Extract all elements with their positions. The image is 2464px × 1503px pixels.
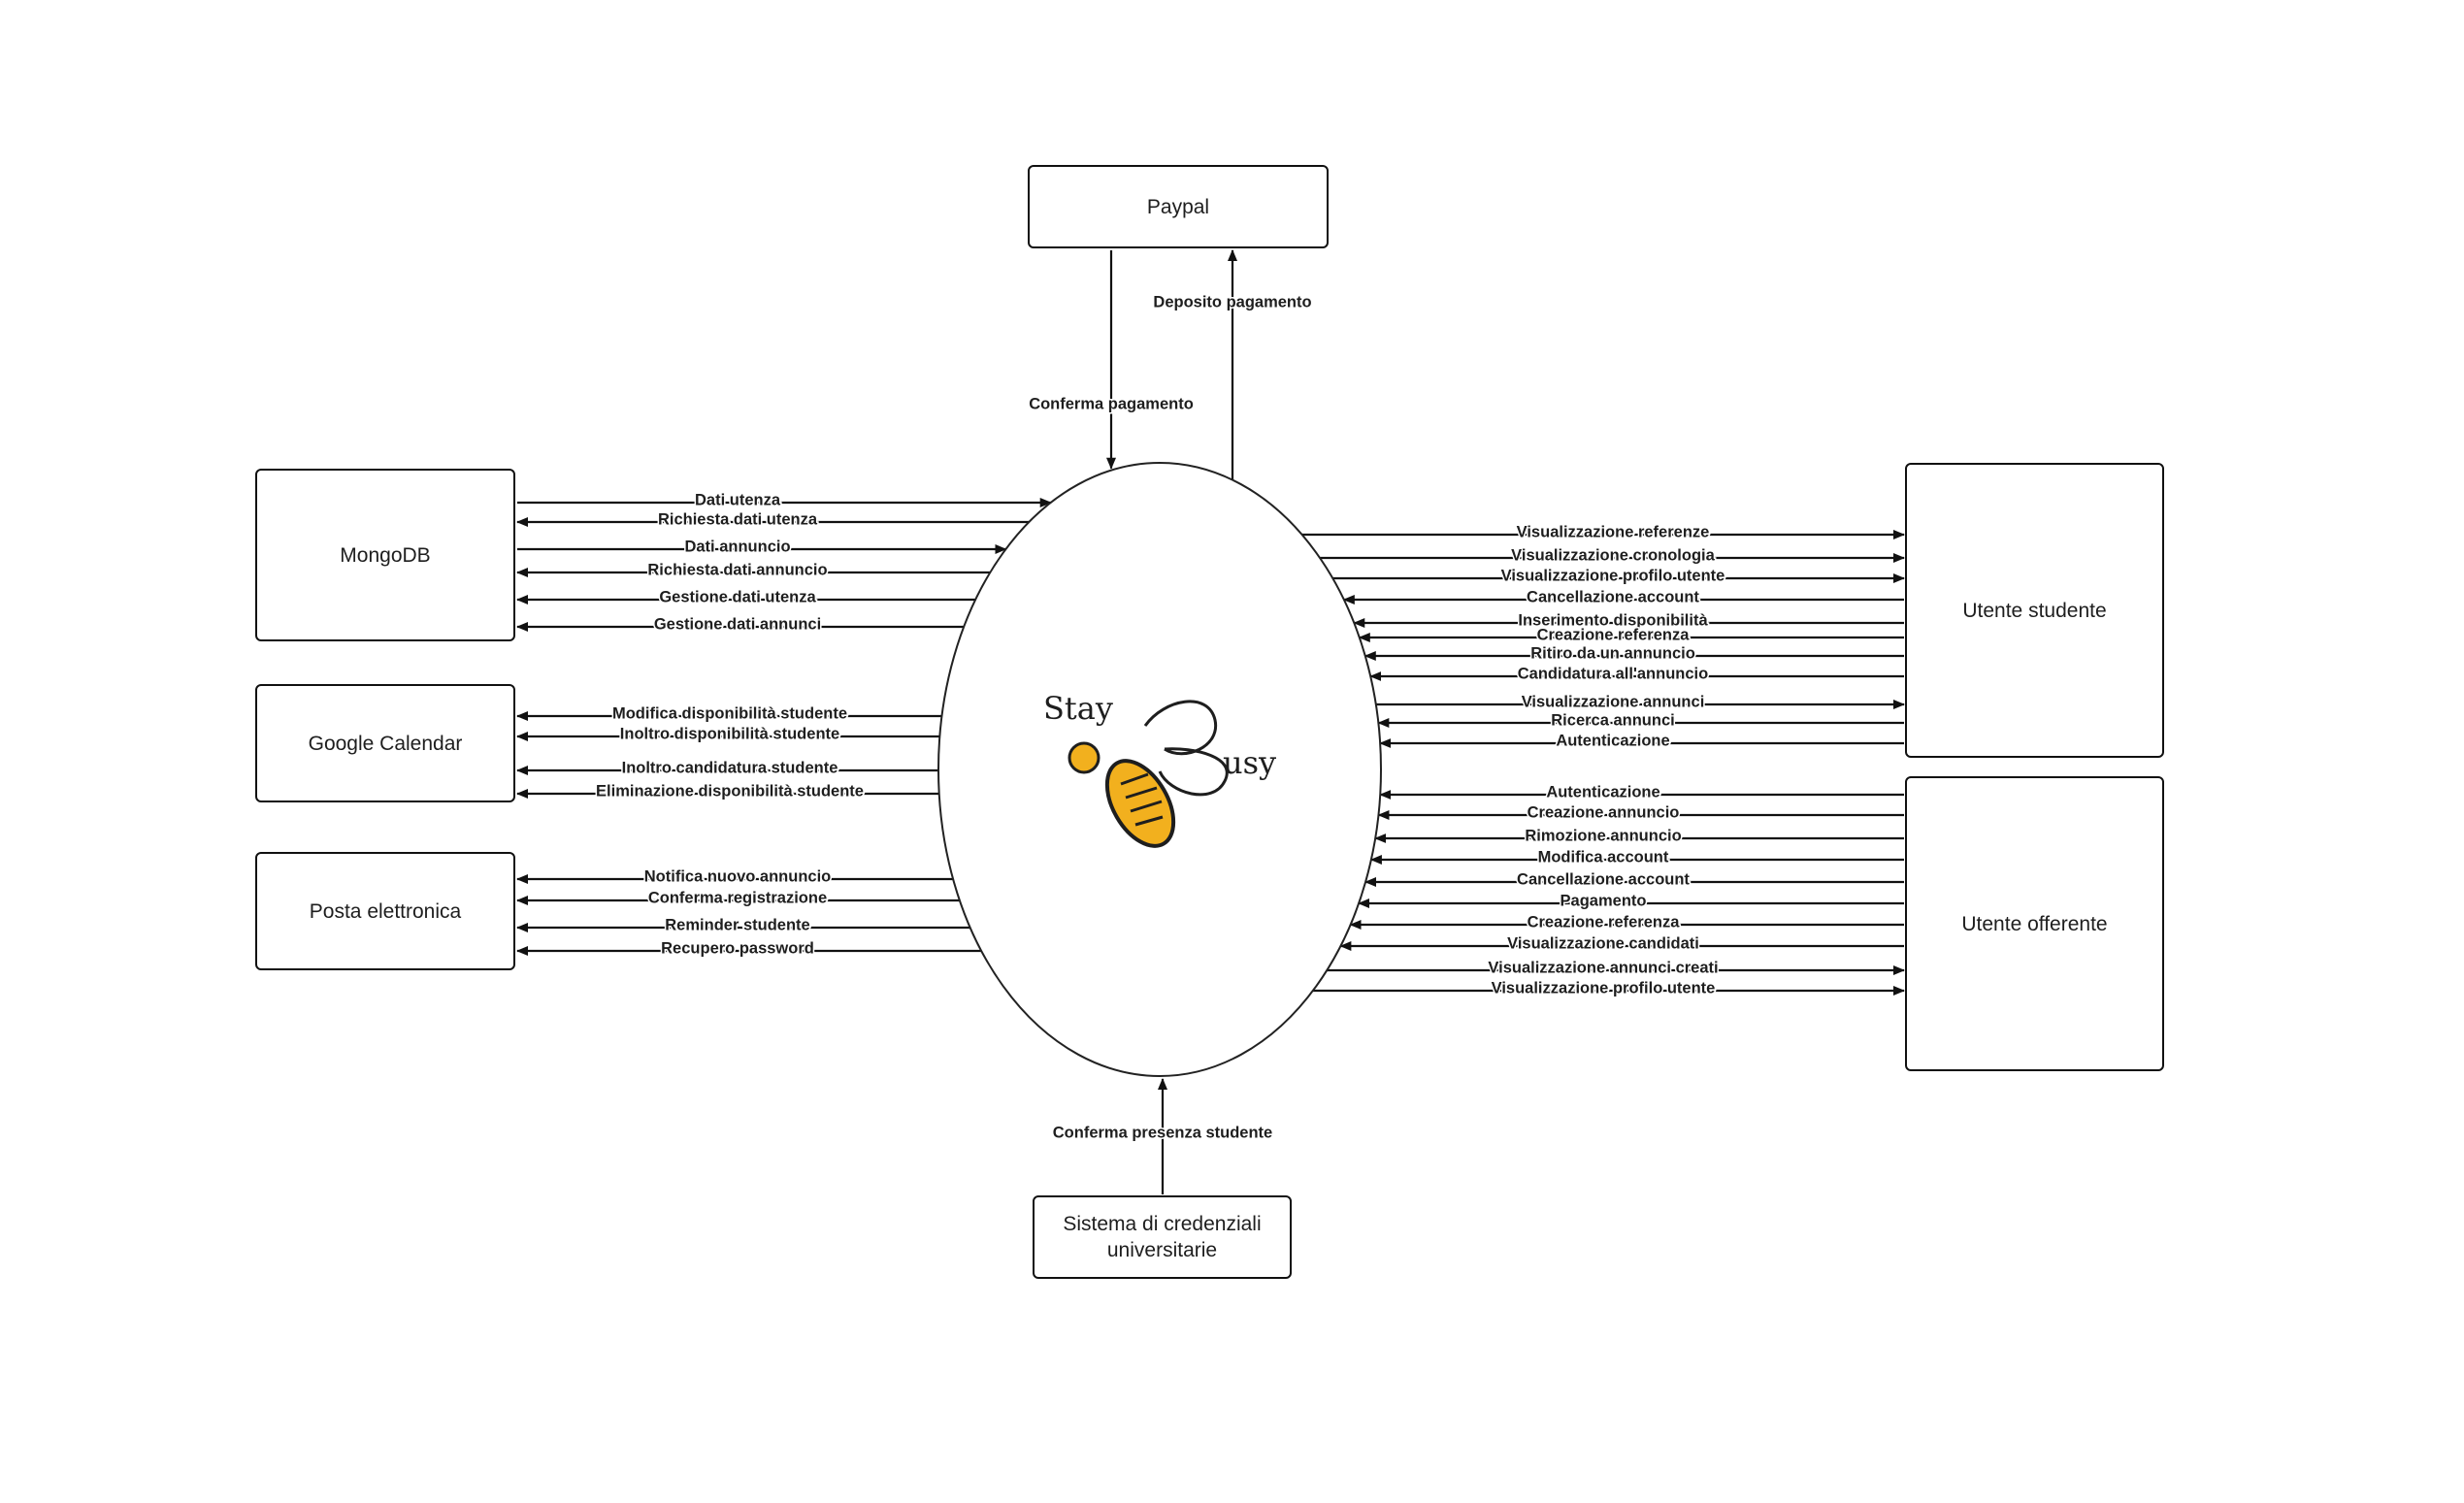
flow-paypal-deposito-pagamento-label: Deposito pagamento	[1153, 293, 1311, 310]
logo-bee-head-icon	[1068, 741, 1101, 774]
flow-google_calendar-inoltro-disponibilita-studente-label: Inoltro disponibilità studente	[620, 725, 839, 742]
flow-studente-visualizzazione-referenze-label: Visualizzazione referenze	[1517, 523, 1710, 540]
mongodb-entity: MongoDB	[255, 469, 515, 641]
flow-offerente-creazione-referenza-label: Creazione referenza	[1528, 913, 1681, 931]
utente-studente-entity: Utente studente	[1905, 463, 2164, 758]
flow-mongodb-dati-annuncio-label: Dati annuncio	[684, 538, 790, 555]
flow-posta-recupero-password-label: Recupero password	[661, 939, 814, 957]
flow-studente-inserimento-disponibilita-label: Inserimento disponibilità	[1518, 611, 1708, 629]
flow-offerente-cancellazione-account-label: Cancellazione account	[1517, 870, 1690, 888]
logo-bee-stripes-icon	[1120, 772, 1164, 827]
google-calendar-entity: Google Calendar	[255, 684, 515, 802]
flow-offerente-modifica-account-label: Modifica account	[1538, 848, 1669, 866]
flow-google_calendar-modifica-disponibilita-studente-label: Modifica disponibilità studente	[612, 704, 847, 722]
flow-arrows	[516, 249, 1905, 1194]
flow-posta-conferma-registrazione-label: Conferma registrazione	[648, 889, 827, 906]
google-calendar-label: Google Calendar	[308, 732, 463, 755]
flow-studente-creazione-referenza-label: Creazione referenza	[1537, 626, 1691, 643]
sistema-credenziali-label: Sistema di credenziali universitarie	[1063, 1213, 1262, 1261]
flow-mongodb-dati-utenza-label: Dati utenza	[695, 491, 781, 508]
flow-offerente-visualizzazione-annunci-creati-label: Visualizzazione annunci creati	[1488, 959, 1718, 976]
flow-mongodb-gestione-dati-annunci-label: Gestione dati annunci	[654, 615, 821, 633]
staybusy-logo: Stay usy	[1043, 690, 1276, 848]
flow-studente-visualizzazione-cronologia-label: Visualizzazione cronologia	[1511, 546, 1715, 564]
posta-elettronica-entity: Posta elettronica	[255, 852, 515, 970]
flow-posta-reminder-studente-label: Reminder studente	[665, 916, 809, 933]
flow-studente-autenticazione-label: Autenticazione	[1556, 732, 1669, 749]
flow-offerente-visualizzazione-candidati-label: Visualizzazione candidati	[1507, 934, 1699, 952]
flow-studente-visualizzazione-annunci-label: Visualizzazione annunci	[1522, 693, 1705, 710]
paypal-entity: Paypal	[1028, 165, 1329, 248]
flow-mongodb-richiesta-dati-utenza-label: Richiesta dati utenza	[658, 510, 818, 528]
flow-google_calendar-inoltro-candidatura-studente-label: Inoltro candidatura studente	[622, 759, 838, 776]
logo-stay-text: Stay	[1043, 690, 1113, 727]
flow-paypal-conferma-pagamento-label: Conferma pagamento	[1029, 395, 1194, 412]
flow-offerente-pagamento-label: Pagamento	[1561, 892, 1647, 909]
flow-studente-candidatura-all-annuncio-label: Candidatura all'annuncio	[1518, 665, 1708, 682]
flow-mongodb-richiesta-dati-annuncio-label: Richiesta dati annuncio	[647, 561, 827, 578]
posta-elettronica-label: Posta elettronica	[309, 899, 462, 923]
flow-offerente-visualizzazione-profilo-utente-label: Visualizzazione profilo utente	[1492, 979, 1716, 997]
utente-offerente-label: Utente offerente	[1961, 912, 2108, 935]
flow-studente-visualizzazione-profilo-utente-label: Visualizzazione profilo utente	[1501, 567, 1725, 584]
mongodb-label: MongoDB	[340, 543, 431, 567]
logo-b-swirl-icon	[1143, 700, 1229, 797]
utente-studente-label: Utente studente	[1962, 599, 2107, 622]
flow-studente-ritiro-da-un-annuncio-label: Ritiro da un annuncio	[1530, 644, 1695, 662]
flow-studente-cancellazione-account-label: Cancellazione account	[1527, 588, 1699, 605]
flow-posta-notifica-nuovo-annuncio-label: Notifica nuovo annuncio	[644, 867, 832, 885]
utente-offerente-entity: Utente offerente	[1905, 776, 2164, 1071]
paypal-label: Paypal	[1146, 195, 1210, 218]
sistema-credenziali-entity: Sistema di credenziali universitarie	[1033, 1195, 1292, 1279]
flow-credenziali-conferma-presenza-studente-label: Conferma presenza studente	[1053, 1124, 1272, 1141]
flow-google_calendar-eliminazione-disponibilita-studente-label: Eliminazione disponibilità studente	[596, 782, 864, 800]
system-process	[937, 462, 1382, 1077]
flow-offerente-autenticazione-label: Autenticazione	[1546, 783, 1659, 801]
flow-studente-ricerca-annunci-label: Ricerca annunci	[1551, 711, 1674, 729]
flow-offerente-creazione-annuncio-label: Creazione annuncio	[1528, 803, 1680, 821]
flow-offerente-rimozione-annuncio-label: Rimozione annuncio	[1525, 827, 1681, 844]
logo-usy-text: usy	[1223, 744, 1276, 781]
flow-mongodb-gestione-dati-utenza-label: Gestione dati utenza	[659, 588, 816, 605]
